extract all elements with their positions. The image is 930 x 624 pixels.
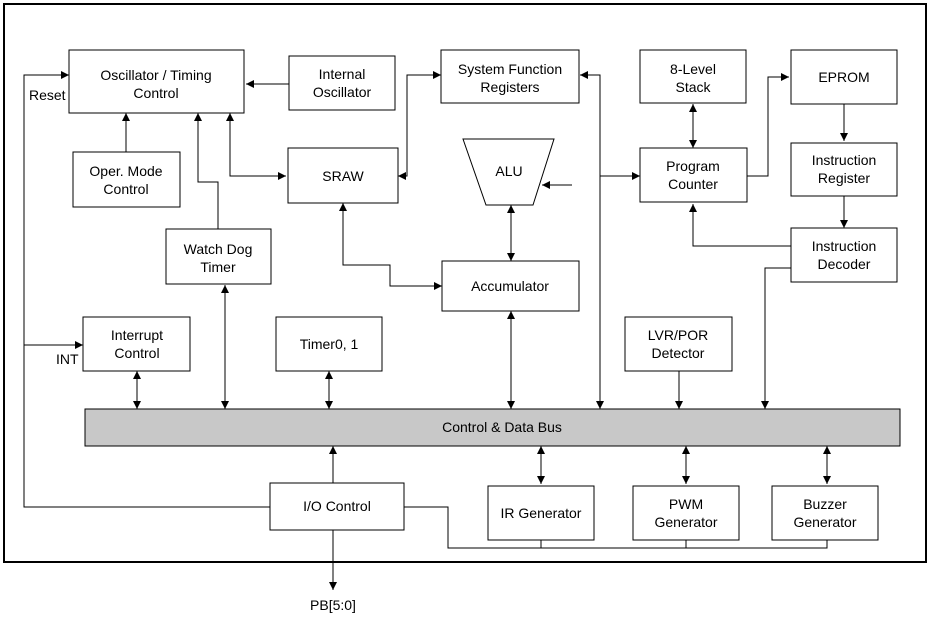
svg-text:Registers: Registers [480,79,539,95]
control-data-bus: Control & Data Bus [84,408,901,447]
alu-block: ALU [462,138,555,206]
svg-text:Generator: Generator [654,514,717,530]
svg-text:Timer: Timer [200,259,236,275]
program-counter-block: Program Counter [639,147,748,203]
lvr-por-detector-block: LVR/POR Detector [624,316,733,372]
svg-text:Counter: Counter [668,176,718,192]
svg-text:EPROM: EPROM [818,69,869,85]
svg-text:Stack: Stack [675,79,711,95]
int-signal-label: INT [56,351,79,367]
sraw-acc-line [339,203,442,290]
reset-signal-label: Reset [29,87,66,103]
osc-label-2: Control [133,85,178,101]
svg-text:Register: Register [818,170,870,186]
osc-label-1: Oscillator / Timing [100,67,211,83]
watchdog-timer-block: Watch Dog Timer [165,228,272,285]
osc-sraw-line [226,113,286,180]
svg-text:Control: Control [114,345,159,361]
stack-block: 8-Level Stack [639,49,747,104]
svg-text:Timer0, 1: Timer0, 1 [300,336,359,352]
svg-text:ALU: ALU [495,163,522,179]
buzzer-generator-block: Buzzer Generator [771,485,879,541]
svg-text:SRAW: SRAW [322,168,364,184]
oper-mode-control-block: Oper. Mode Control [72,151,181,208]
instruction-register-block: Instruction Register [790,142,898,197]
instruction-decoder-block: Instruction Decoder [790,227,898,283]
svg-text:8-Level: 8-Level [670,61,716,77]
svg-text:Watch Dog: Watch Dog [184,241,253,257]
svg-text:PWM: PWM [669,496,703,512]
svg-text:Internal: Internal [319,66,366,82]
pc-to-eprom-line [747,73,789,177]
pb-signal-label: PB[5:0] [310,597,356,613]
svg-text:Detector: Detector [652,345,705,361]
accumulator-block: Accumulator [441,260,580,312]
svg-text:Generator: Generator [793,514,856,530]
oscillator-timing-control-block: Oscillator / Timing Control [68,49,245,114]
svg-text:I/O Control: I/O Control [303,498,371,514]
sfr-pc-line [580,71,640,180]
dec-to-pc-line [689,204,791,247]
svg-text:System Function: System Function [458,61,562,77]
svg-text:Accumulator: Accumulator [471,278,549,294]
svg-text:Control & Data Bus: Control & Data Bus [442,419,562,435]
svg-text:Oper. Mode: Oper. Mode [89,163,162,179]
timer01-block: Timer0, 1 [275,316,383,372]
internal-oscillator-block: Internal Oscillator [288,55,396,111]
svg-text:Oscillator: Oscillator [313,84,372,100]
svg-text:Buzzer: Buzzer [803,496,847,512]
svg-text:Interrupt: Interrupt [111,327,163,343]
svg-text:Decoder: Decoder [818,256,871,272]
connections [23,71,848,590]
sraw-sfr-line [398,71,441,180]
wdt-to-osc-line [194,113,219,229]
svg-text:LVR/POR: LVR/POR [648,327,708,343]
svg-text:Program: Program [666,158,720,174]
interrupt-control-block: Interrupt Control [82,316,191,372]
ir-generator-block: IR Generator [487,485,595,541]
svg-text:IR Generator: IR Generator [501,505,582,521]
reset-line [23,71,270,508]
svg-text:Instruction: Instruction [812,152,877,168]
system-function-registers-block: System Function Registers [440,49,580,104]
periph-to-io-line [404,506,828,549]
svg-text:Instruction: Instruction [812,238,877,254]
dec-to-bus-line [761,267,791,409]
io-control-block: I/O Control [269,482,405,531]
pwm-generator-block: PWM Generator [632,485,740,541]
eprom-block: EPROM [790,49,898,105]
sraw-block: SRAW [287,147,399,204]
svg-text:Control: Control [103,181,148,197]
chip-boundary [3,3,927,563]
